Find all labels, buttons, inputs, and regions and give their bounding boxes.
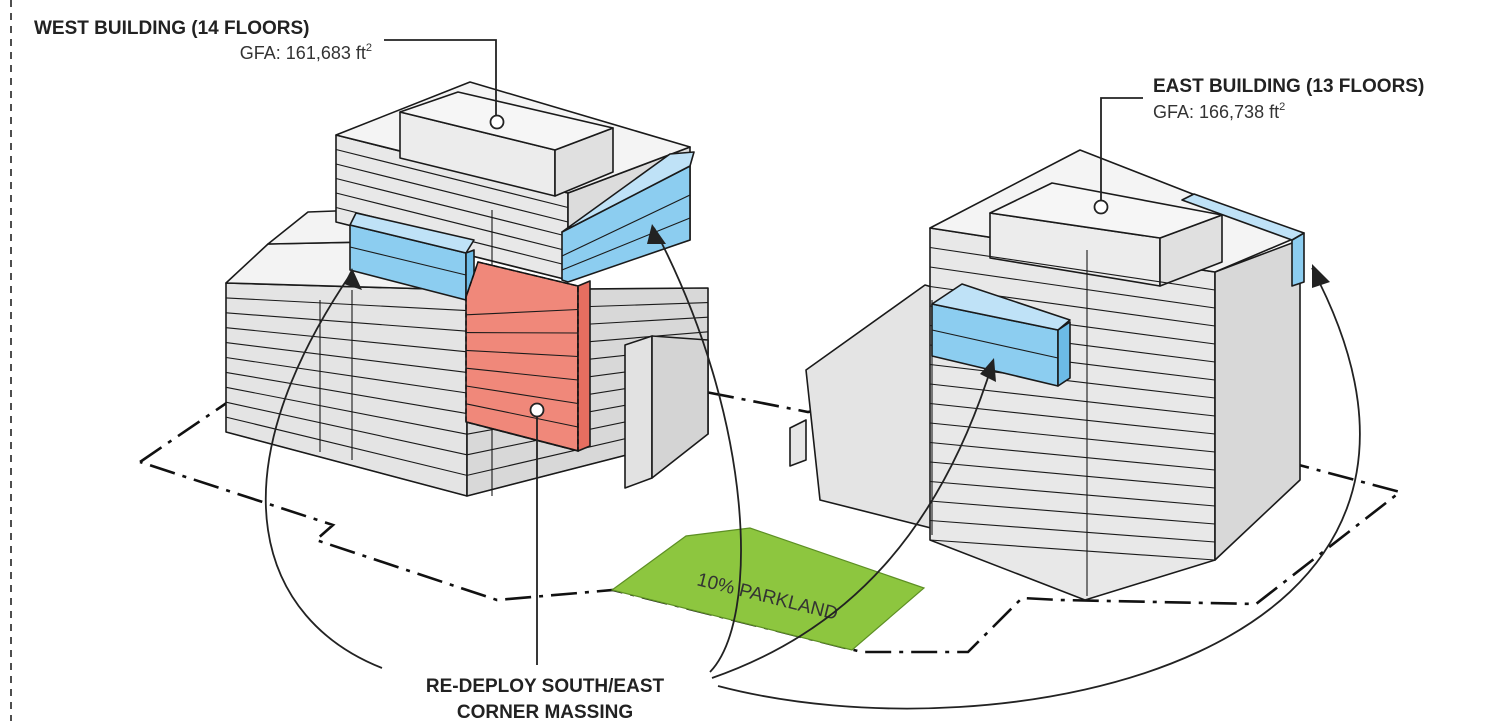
east-title-leader [1100,97,1143,202]
arrow-heads [344,224,1330,382]
red-mass-dot [529,402,545,418]
west-building-gfa: GFA: 161,683 ft2 [240,42,372,63]
east-building-gfa: GFA: 166,738 ft2 [1153,101,1285,122]
east-leader-dot [1093,199,1109,215]
redeploy-label-line1: RE-DEPLOY SOUTH/EAST [426,676,665,697]
redeploy-arrows [264,227,1361,710]
west-building-massing [225,81,709,497]
west-title-leader [384,39,497,118]
parkland-area [610,527,926,651]
east-building-massing [789,149,1305,601]
west-leader-dot [489,114,505,130]
west-building-title: WEST BUILDING (14 FLOORS) [34,18,310,39]
redeploy-label-line2: CORNER MASSING [457,702,633,721]
east-building-title: EAST BUILDING (13 FLOORS) [1153,76,1424,97]
